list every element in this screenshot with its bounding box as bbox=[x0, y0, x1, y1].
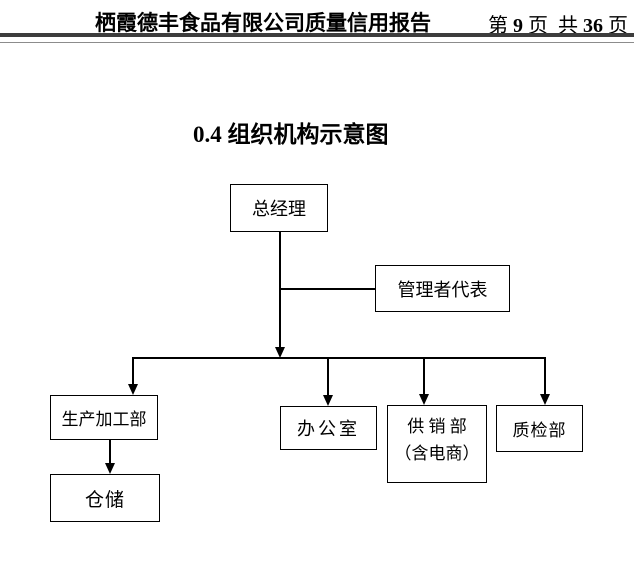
arrow-into-production-icon bbox=[128, 384, 138, 395]
connector-quality-vertical bbox=[544, 357, 546, 394]
org-node-management-representative-label: 管理者代表 bbox=[397, 279, 488, 300]
arrow-into-quality-icon bbox=[540, 394, 550, 405]
page-total: 36 bbox=[583, 15, 603, 37]
org-node-general-manager: 总经理 bbox=[230, 184, 328, 232]
org-node-production-dept: 生产加工部 bbox=[50, 395, 158, 440]
arrow-into-warehouse-icon bbox=[105, 463, 115, 474]
connector-production-vertical bbox=[132, 357, 134, 384]
connector-distributor-horizontal bbox=[133, 357, 545, 359]
page-label-ye1: 页 bbox=[528, 15, 548, 37]
org-node-supply-sales: 供 销 部 （含电商） bbox=[387, 405, 487, 483]
org-node-warehouse: 仓储 bbox=[50, 474, 160, 522]
page-number: 9 bbox=[513, 15, 523, 37]
page-label-ye2: 页 bbox=[608, 15, 628, 37]
page-label-gong: 共 bbox=[558, 15, 578, 37]
header-rule-thin bbox=[0, 42, 634, 43]
section-title: 0.4 组织机构示意图 bbox=[193, 122, 389, 147]
connector-office-vertical bbox=[327, 357, 329, 395]
connector-warehouse-vertical bbox=[109, 440, 111, 463]
connector-supply-vertical bbox=[423, 357, 425, 394]
org-node-office-label: 办公室 bbox=[297, 419, 360, 439]
connector-management-rep-horizontal bbox=[280, 288, 375, 290]
org-node-quality-dept: 质检部 bbox=[496, 405, 583, 452]
org-node-general-manager-label: 总经理 bbox=[252, 199, 306, 219]
header-rule-thick bbox=[0, 33, 634, 37]
arrow-into-office-icon bbox=[323, 395, 333, 406]
org-node-warehouse-label: 仓储 bbox=[84, 489, 125, 511]
org-node-quality-dept-label: 质检部 bbox=[512, 421, 567, 440]
page-label-di: 第 bbox=[488, 15, 508, 37]
org-node-production-dept-label: 生产加工部 bbox=[61, 410, 147, 429]
org-node-supply-sales-label-line2: （含电商） bbox=[394, 444, 480, 463]
arrow-into-distributor-icon bbox=[275, 347, 285, 358]
arrow-into-supply-icon bbox=[419, 394, 429, 405]
header-title: 栖霞德丰食品有限公司质量信用报告 bbox=[95, 12, 431, 35]
org-node-office: 办公室 bbox=[280, 406, 377, 450]
org-node-supply-sales-label-line1: 供 销 部 bbox=[407, 417, 467, 436]
connector-gm-vertical bbox=[279, 232, 281, 347]
org-node-management-representative: 管理者代表 bbox=[375, 265, 510, 312]
